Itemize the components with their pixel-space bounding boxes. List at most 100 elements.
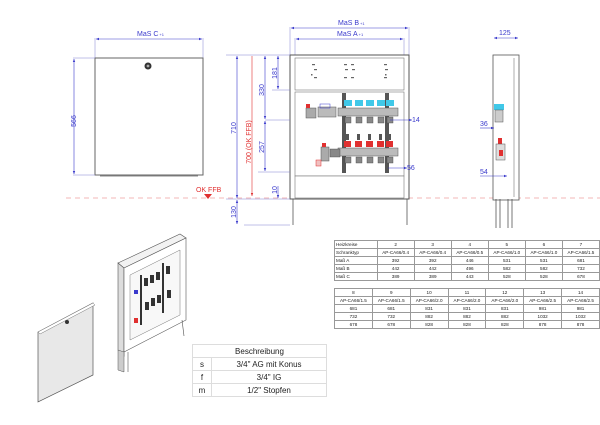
table-cell: 981	[523, 304, 563, 313]
table-cell: 831	[409, 304, 449, 313]
table-cell: AP-CA66/2.0	[485, 296, 525, 305]
table-cell: 732	[334, 312, 373, 321]
front-view: MaS C+1 566 OK FFB	[71, 31, 222, 199]
table-cell: AP-CA66/1.5	[371, 296, 411, 305]
front-door	[94, 57, 204, 176]
table-cell: AP-CA66/1.0	[487, 248, 526, 257]
table-cell: 389	[413, 272, 452, 281]
table-cell: 831	[485, 304, 525, 313]
table-cell: 13	[523, 288, 563, 297]
table-cell: 12	[485, 288, 525, 297]
svg-text:710: 710	[231, 122, 238, 134]
table-cell: 392	[376, 256, 415, 265]
table-cell: 681	[371, 304, 411, 313]
table-cell: 389	[376, 272, 415, 281]
svg-text:130: 130	[231, 206, 238, 218]
table-cell: Schranktyp	[334, 248, 378, 257]
table-cell: 528	[524, 272, 563, 281]
table-cell: 732	[561, 264, 600, 273]
table-cell: 678	[334, 320, 373, 329]
table-cell: 11	[447, 288, 487, 297]
table-cell: AP-CA66/1.0	[524, 248, 563, 257]
table-cell: AP-CA66/2.5	[561, 296, 600, 305]
table-cell: 681	[334, 304, 373, 313]
table-cell: 8	[334, 288, 373, 297]
svg-text:10: 10	[272, 186, 279, 194]
table-cell: AP-CA66/0.4	[413, 248, 452, 257]
table-cell: 732	[371, 312, 411, 321]
table-cell: 831	[447, 304, 487, 313]
table-cell: 496	[450, 264, 489, 273]
table-cell: AP-CA66/0.4	[376, 248, 415, 257]
table-cell: 5	[487, 240, 526, 249]
svg-text:566: 566	[71, 115, 78, 127]
svg-text:MaS A+1: MaS A+1	[337, 31, 364, 38]
table-cell: 1032	[523, 312, 563, 321]
svg-text:330: 330	[259, 84, 266, 96]
table-cell: Heizkreise	[334, 240, 378, 249]
supply-manifold	[337, 107, 399, 117]
svg-text:MaS C+1: MaS C+1	[137, 31, 165, 38]
svg-text:56: 56	[407, 165, 415, 172]
table-cell: 9	[371, 288, 411, 297]
floor-marker-icon	[204, 194, 212, 199]
table-cell: AP-CA66/2.0	[409, 296, 449, 305]
table-cell: 828	[409, 320, 449, 329]
return-manifold	[337, 147, 399, 157]
table-cell: 443	[450, 272, 489, 281]
table-cell: 446	[450, 256, 489, 265]
svg-text:125: 125	[499, 30, 511, 37]
table-cell: 981	[561, 304, 600, 313]
svg-text:14: 14	[412, 117, 420, 124]
table-cell: 882	[409, 312, 449, 321]
table-cell: 442	[376, 264, 415, 273]
table-cell: 678	[561, 272, 600, 281]
table-cell: 14	[561, 288, 600, 297]
svg-text:181: 181	[272, 67, 279, 79]
table-cell: AP-CA66/1.5	[561, 248, 600, 257]
table-cell: Maß C	[334, 272, 378, 281]
table-cell: 678	[371, 320, 411, 329]
svg-text:54: 54	[480, 169, 488, 176]
svg-text:MaS B+1: MaS B+1	[338, 20, 365, 27]
table-cell: 7	[561, 240, 600, 249]
table-cell: Maß B	[334, 264, 378, 273]
table-cell: 531	[524, 256, 563, 265]
table-cell: 582	[487, 264, 526, 273]
open-view: MaS B+1 MaS A+1	[226, 20, 420, 226]
table-cell: 681	[561, 256, 600, 265]
table-cell: 442	[413, 264, 452, 273]
side-view: 125 36 54	[480, 30, 520, 228]
legend-title: Beschreibung	[192, 344, 327, 358]
table-cell: 6	[524, 240, 563, 249]
table-cell: 528	[487, 272, 526, 281]
table-cell: 882	[447, 312, 487, 321]
table-cell: 1032	[561, 312, 600, 321]
svg-text:257: 257	[259, 141, 266, 153]
table-cell: 828	[485, 320, 525, 329]
table-cell: 2	[376, 240, 415, 249]
table-cell: 582	[524, 264, 563, 273]
supply-valves	[344, 100, 394, 106]
svg-text:36: 36	[480, 121, 488, 128]
floor-label: OK FFB	[196, 187, 222, 194]
isometric-view	[37, 233, 187, 403]
table-cell: 878	[523, 320, 563, 329]
table-cell: AP-CA66/0.5	[450, 248, 489, 257]
table-cell: AP-CA66/2.5	[523, 296, 563, 305]
table-cell: AP-CA66/1.5	[334, 296, 373, 305]
table-cell: 828	[447, 320, 487, 329]
table-cell: Maß A	[334, 256, 378, 265]
